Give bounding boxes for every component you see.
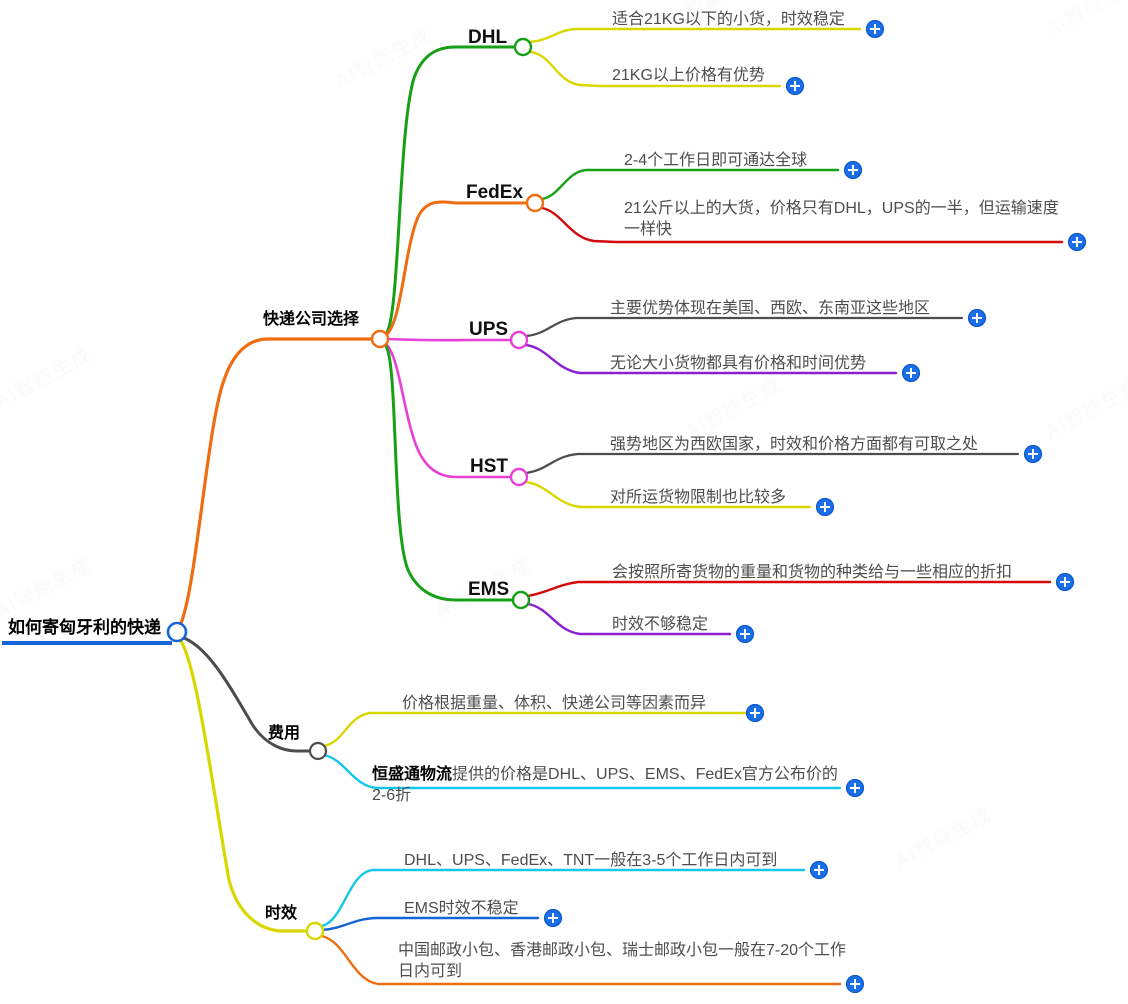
watermark-text: AI智能生成 xyxy=(892,804,996,873)
wire-root-time xyxy=(178,638,316,933)
expand-button[interactable] xyxy=(1056,573,1074,591)
leaf-text[interactable]: 主要优势体现在美国、西欧、东南亚这些地区 xyxy=(610,300,931,317)
wire-dhl-leaf-1 xyxy=(528,27,862,44)
watermark-text: AI智能生成 xyxy=(332,24,436,93)
root-node-label[interactable]: 如何寄匈牙利的快递 xyxy=(8,618,161,637)
node-circle-ups xyxy=(509,330,529,350)
node-circle-courier xyxy=(370,329,390,349)
expand-button[interactable] xyxy=(1024,445,1042,463)
watermark-text: AI智能生成 xyxy=(682,374,786,443)
leaf-text[interactable]: 会按照所寄货物的重量和货物的种类给与一些相应的折扣 xyxy=(612,564,1013,581)
root-node-circle xyxy=(166,621,188,643)
leaf-text[interactable]: 21公斤以上的大货，价格只有DHL，UPS的一半，但运输速度一样快 xyxy=(624,200,1059,238)
leaf-text[interactable]: 2-4个工作日即可通达全球 xyxy=(624,152,808,169)
expand-button[interactable] xyxy=(844,161,862,179)
branch-label-fee[interactable]: 费用 xyxy=(268,725,301,742)
expand-button[interactable] xyxy=(746,704,764,722)
leaf-text[interactable]: 强势地区为西欧国家，时效和价格方面都有可取之处 xyxy=(610,436,979,453)
leaf-text[interactable]: 对所运货物限制也比较多 xyxy=(610,489,787,506)
expand-button[interactable] xyxy=(816,498,834,516)
wire-ems-leaf-1 xyxy=(526,580,1052,598)
expand-button[interactable] xyxy=(866,20,884,38)
node-circle-hst xyxy=(509,467,529,487)
node-label-hst[interactable]: HST xyxy=(470,456,508,477)
leaf-text-with-brand[interactable]: 恒盛通物流提供的价格是DHL、UPS、EMS、FedEx官方公布价的2-6折 xyxy=(372,744,840,806)
wire-ups-leaf-1 xyxy=(524,316,964,338)
expand-button[interactable] xyxy=(544,909,562,927)
node-label-fedex[interactable]: FedEx xyxy=(466,182,524,203)
node-circle-fee xyxy=(308,741,328,761)
leaf-text[interactable]: 价格根据重量、体积、快递公司等因素而异 xyxy=(402,695,707,712)
watermark-text: AI智能生成 xyxy=(1042,374,1128,443)
expand-button[interactable] xyxy=(968,309,986,327)
watermark-text: AI智能生成 xyxy=(1042,0,1128,41)
watermark-text: AI智能生成 xyxy=(0,554,96,623)
branch-label-courier[interactable]: 快递公司选择 xyxy=(263,311,360,328)
wire-time-leaf-2 xyxy=(320,916,540,932)
expand-button[interactable] xyxy=(736,625,754,643)
branch-label-time[interactable]: 时效 xyxy=(265,905,298,922)
node-circle-time xyxy=(305,921,325,941)
expand-button[interactable] xyxy=(846,975,864,993)
leaf-text[interactable]: 适合21KG以下的小货，时效稳定 xyxy=(612,11,845,28)
brand-name: 恒盛通物流 xyxy=(372,765,453,783)
node-label-ups[interactable]: UPS xyxy=(469,319,509,340)
wire-hst-leaf-1 xyxy=(524,452,1020,475)
leaf-text[interactable]: DHL、UPS、FedEx、TNT一般在3-5个工作日内可到 xyxy=(404,852,778,869)
leaf-text[interactable]: 无论大小货物都具有价格和时间优势 xyxy=(610,355,867,372)
node-label-dhl[interactable]: DHL xyxy=(468,27,508,48)
wire-root-courier xyxy=(176,337,380,632)
wire-fedex-leaf-1 xyxy=(540,168,840,201)
expand-button[interactable] xyxy=(1068,233,1086,251)
node-circle-dhl xyxy=(513,37,533,57)
wire-fee-leaf-1 xyxy=(322,711,754,748)
expand-button[interactable] xyxy=(810,861,828,879)
wire-courier-fedex xyxy=(384,200,536,337)
leaf-text[interactable]: 21KG以上价格有优势 xyxy=(612,67,765,84)
expand-button[interactable] xyxy=(902,364,920,382)
node-circle-ems xyxy=(511,590,531,610)
leaf-text-rest: 提供的价格是DHL、UPS、EMS、FedEx官方公布价的2-6折 xyxy=(372,765,838,804)
node-label-ems[interactable]: EMS xyxy=(468,579,510,600)
leaf-text[interactable]: EMS时效不稳定 xyxy=(404,900,519,917)
leaf-text[interactable]: 中国邮政小包、香港邮政小包、瑞士邮政小包一般在7-20个工作日内可到 xyxy=(398,942,847,980)
node-circle-fedex xyxy=(525,193,545,213)
watermark-text: AI智能生成 xyxy=(0,344,96,413)
expand-button[interactable] xyxy=(846,779,864,797)
leaf-text[interactable]: 时效不够稳定 xyxy=(612,616,709,633)
expand-button[interactable] xyxy=(786,77,804,95)
